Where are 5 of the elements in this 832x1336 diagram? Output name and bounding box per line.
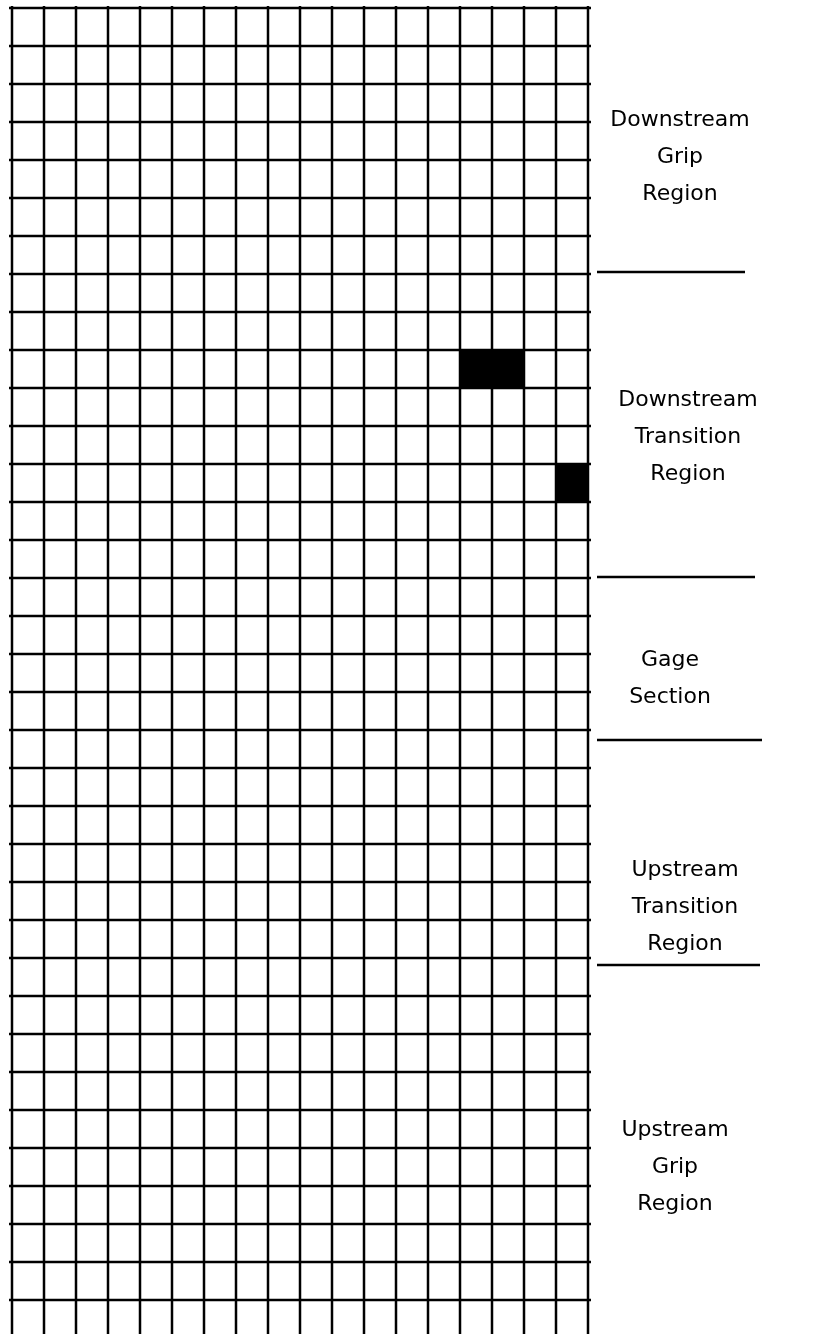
region-label: Downstream Transition Region bbox=[617, 385, 759, 487]
region-label: Gage Section bbox=[628, 645, 712, 710]
region-label: Upstream Grip Region bbox=[620, 1115, 730, 1217]
region-label: Upstream Transition Region bbox=[630, 855, 740, 957]
region-label: Downstream Grip Region bbox=[609, 105, 751, 207]
